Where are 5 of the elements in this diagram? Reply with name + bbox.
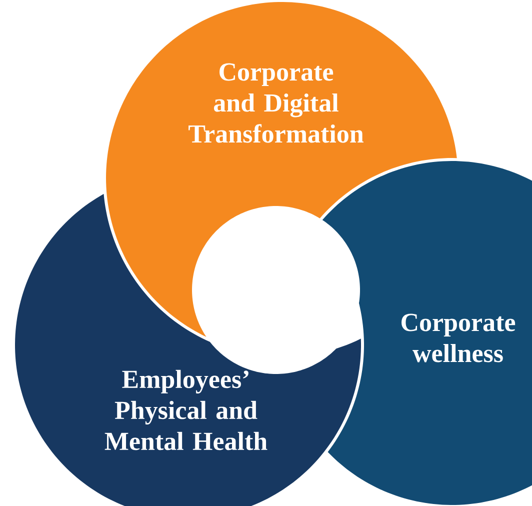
segment-label: Corporate and Digital Transformation	[188, 63, 364, 143]
segment-label: Employees’ Physical and Mental Health	[104, 370, 268, 450]
ring-segment	[15, 194, 361, 506]
segment-label: Corporate wellness	[402, 314, 516, 362]
ring-segment	[322, 161, 532, 505]
